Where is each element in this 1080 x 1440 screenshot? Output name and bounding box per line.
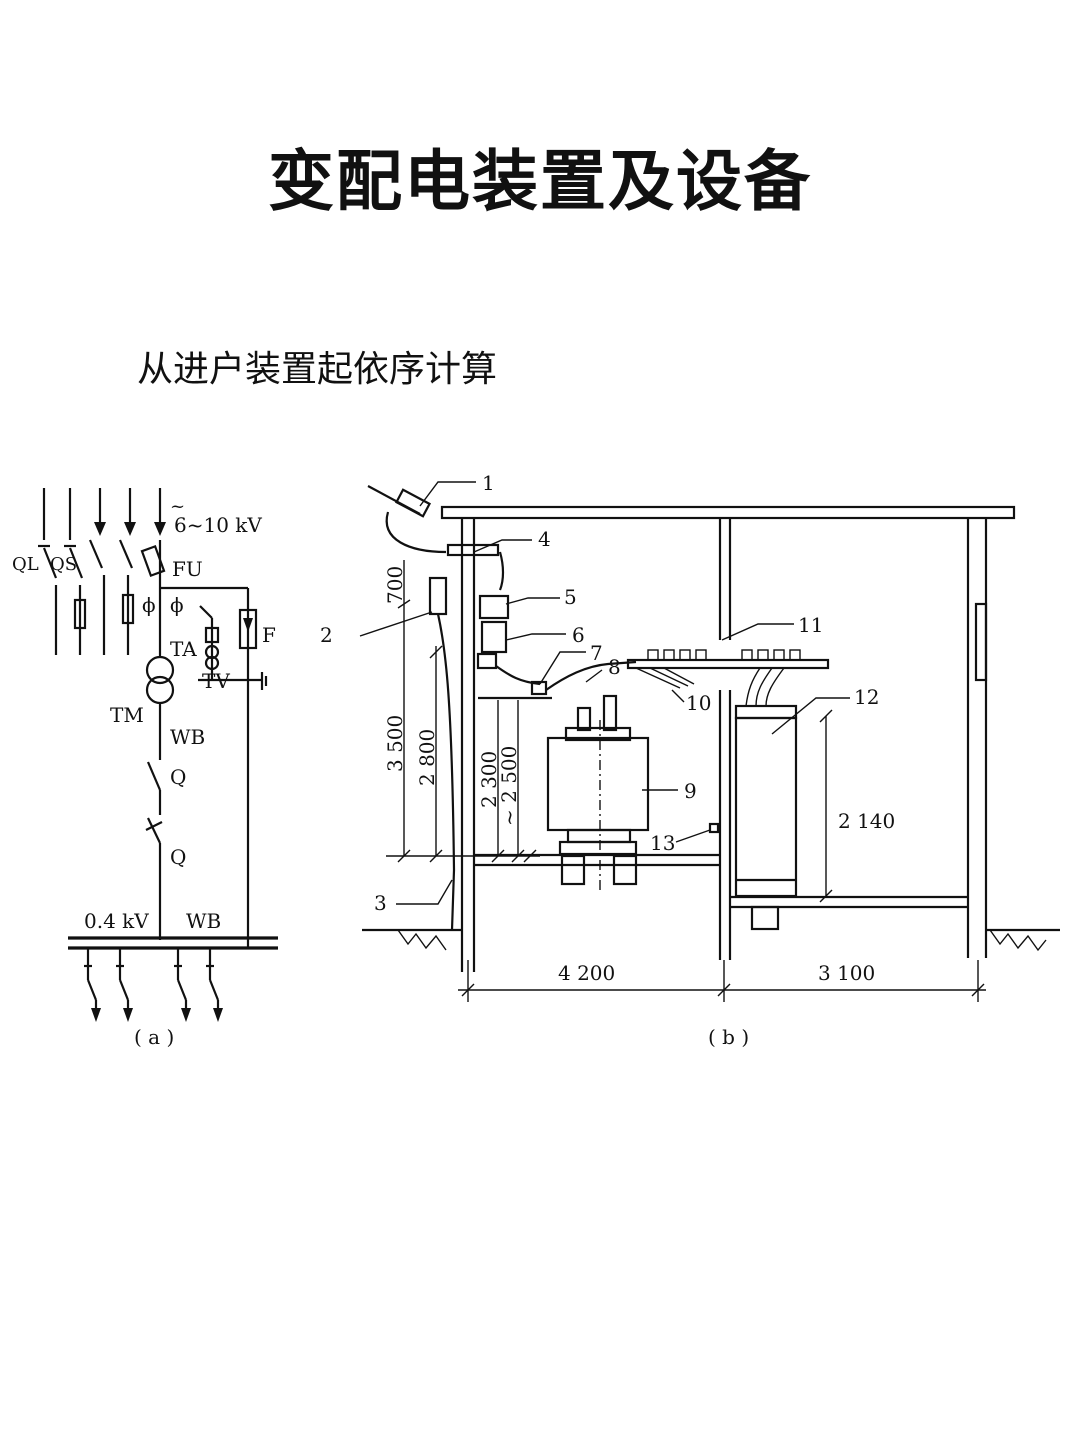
label-low-voltage: 0.4 kV (84, 909, 149, 933)
dim-2140: 2 140 (838, 809, 895, 833)
label-q-1: Q (170, 765, 186, 789)
label-phi-1: ϕ (142, 593, 156, 617)
dim-700: 700 (383, 566, 407, 604)
callout-6: 6 (572, 623, 585, 647)
dim-3500: 3 500 (383, 715, 407, 772)
callout-11: 11 (798, 613, 823, 637)
callout-8: 8 (608, 655, 621, 679)
label-tv: TV (202, 669, 230, 693)
caption-a: ( a ) (134, 1025, 174, 1049)
label-qs: QS (50, 554, 77, 575)
label-ql: QL (12, 554, 39, 575)
label-wb-top: WB (170, 725, 205, 749)
label-ta: TA (170, 637, 197, 661)
label-wb-bottom: WB (186, 909, 221, 933)
label-voltage-in: 6~10 kV (174, 513, 262, 537)
callout-3: 3 (374, 891, 387, 915)
callout-1: 1 (482, 471, 495, 495)
callout-4: 4 (538, 527, 551, 551)
dim-3100: 3 100 (818, 961, 875, 985)
diagram-b-cross-section (359, 481, 1060, 1002)
ac-symbol: ~ (170, 496, 185, 517)
callout-12: 12 (854, 685, 879, 709)
label-q-2: Q (170, 845, 186, 869)
caption-b: ( b ) (708, 1025, 749, 1049)
callout-10: 10 (686, 691, 711, 715)
callout-13: 13 (650, 831, 675, 855)
label-phi-2: ϕ (170, 593, 184, 617)
page-subtitle: 从进户装置起依序计算 (137, 349, 498, 390)
label-fu: FU (172, 557, 203, 581)
label-tm: TM (110, 703, 144, 727)
dim-2500: ~ 2 500 (497, 746, 521, 826)
diagram-a-single-line (38, 488, 278, 1022)
callout-7: 7 (590, 641, 603, 665)
callout-5: 5 (564, 585, 577, 609)
dim-2800: 2 800 (415, 729, 439, 786)
dim-4200: 4 200 (558, 961, 615, 985)
callout-2: 2 (320, 623, 333, 647)
dim-2300: 2 300 (477, 751, 501, 808)
label-f: F (262, 623, 276, 647)
callout-9: 9 (684, 779, 697, 803)
page-title: 变配电装置及设备 (268, 143, 812, 220)
